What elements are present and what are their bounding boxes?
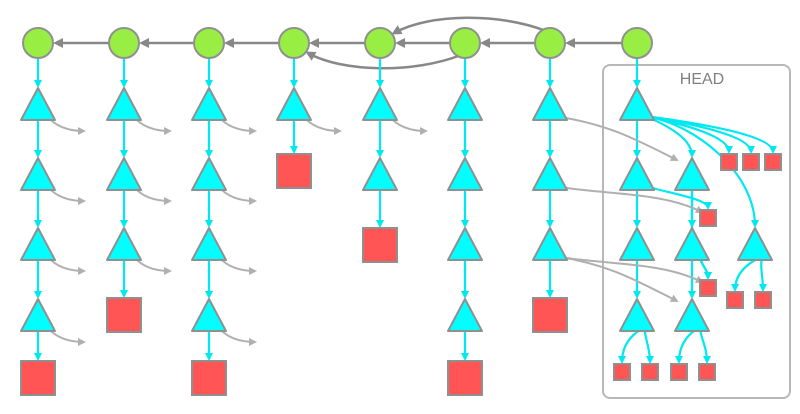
tree-t7a (532, 87, 568, 121)
tree-t8d (619, 298, 655, 332)
blob-b2 (106, 297, 142, 333)
commit-c2 (108, 27, 140, 59)
head-label: HEAD (680, 71, 724, 88)
tree-t8c (619, 227, 655, 261)
blob-b8f (726, 291, 744, 309)
tree-t6d (447, 298, 483, 332)
tree-t7b (532, 157, 568, 191)
blob-b8c (764, 153, 782, 171)
tree-t3a (191, 87, 227, 121)
commit-c8 (621, 27, 653, 59)
tree-t2b (106, 157, 142, 191)
blob-b8a (720, 153, 738, 171)
tree-t3d (191, 298, 227, 332)
blob-b3 (191, 360, 227, 396)
tree-t4a (276, 87, 312, 121)
tree-t1b (20, 157, 56, 191)
tree-t1d (20, 298, 56, 332)
contains-edge-t8a-b8c (644, 114, 777, 154)
contains-edge-t8a-t8f (644, 114, 759, 228)
contains-edge-t8f-b8g (758, 255, 767, 292)
commit-c6 (449, 27, 481, 59)
tree-t5a (362, 87, 398, 121)
blob-b8d (699, 209, 717, 227)
contains-edge-t8a-b8b (644, 114, 755, 154)
blob-b8h (613, 363, 631, 381)
tree-t6a (447, 87, 483, 121)
tree-t2a (106, 87, 142, 121)
blob-b5 (362, 227, 398, 263)
commit-c3 (193, 27, 225, 59)
contains-edge-t8h-b8k (698, 326, 711, 364)
contains-edge-t8d-b8h (618, 326, 646, 364)
blob-b8g (754, 291, 772, 309)
tree-t8a (619, 87, 655, 121)
commit-c1 (22, 27, 54, 59)
tree-t6b (447, 157, 483, 191)
tree-t5b (362, 157, 398, 191)
blob-b6 (447, 360, 483, 396)
contains-edge-t8d-b8i (643, 326, 654, 364)
tree-t7c (532, 227, 568, 261)
shared-edge-t7a-t8e (559, 116, 679, 161)
tree-t8g (674, 227, 710, 261)
tree-t8f (737, 227, 773, 261)
tree-t3b (191, 157, 227, 191)
shared-edge-t7c-b8l (559, 256, 704, 283)
tree-t1a (20, 87, 56, 121)
tree-t8e (674, 157, 710, 191)
parent-edge-c7-c5 (391, 16, 547, 35)
blob-b7 (532, 297, 568, 333)
blob-b4 (276, 153, 312, 189)
commit-c5 (364, 27, 396, 59)
blob-b8i (641, 363, 659, 381)
contains-edge-t8f-b8f (731, 254, 764, 292)
blob-b8l (699, 279, 717, 297)
tree-t3c (191, 227, 227, 261)
blob-b8b (742, 153, 760, 171)
commit-c4 (278, 27, 310, 59)
contains-edge-t8h-b8j (675, 326, 701, 364)
blob-b8k (698, 363, 716, 381)
tree-t8h (674, 298, 710, 332)
blob-b8j (670, 363, 688, 381)
tree-t2c (106, 227, 142, 261)
commit-c7 (534, 27, 566, 59)
head-frame (602, 64, 791, 399)
shared-edge-t7b-b8d (559, 186, 704, 213)
blob-b1 (20, 360, 56, 396)
tree-t1c (20, 227, 56, 261)
tree-t8b (619, 157, 655, 191)
tree-t6c (447, 227, 483, 261)
